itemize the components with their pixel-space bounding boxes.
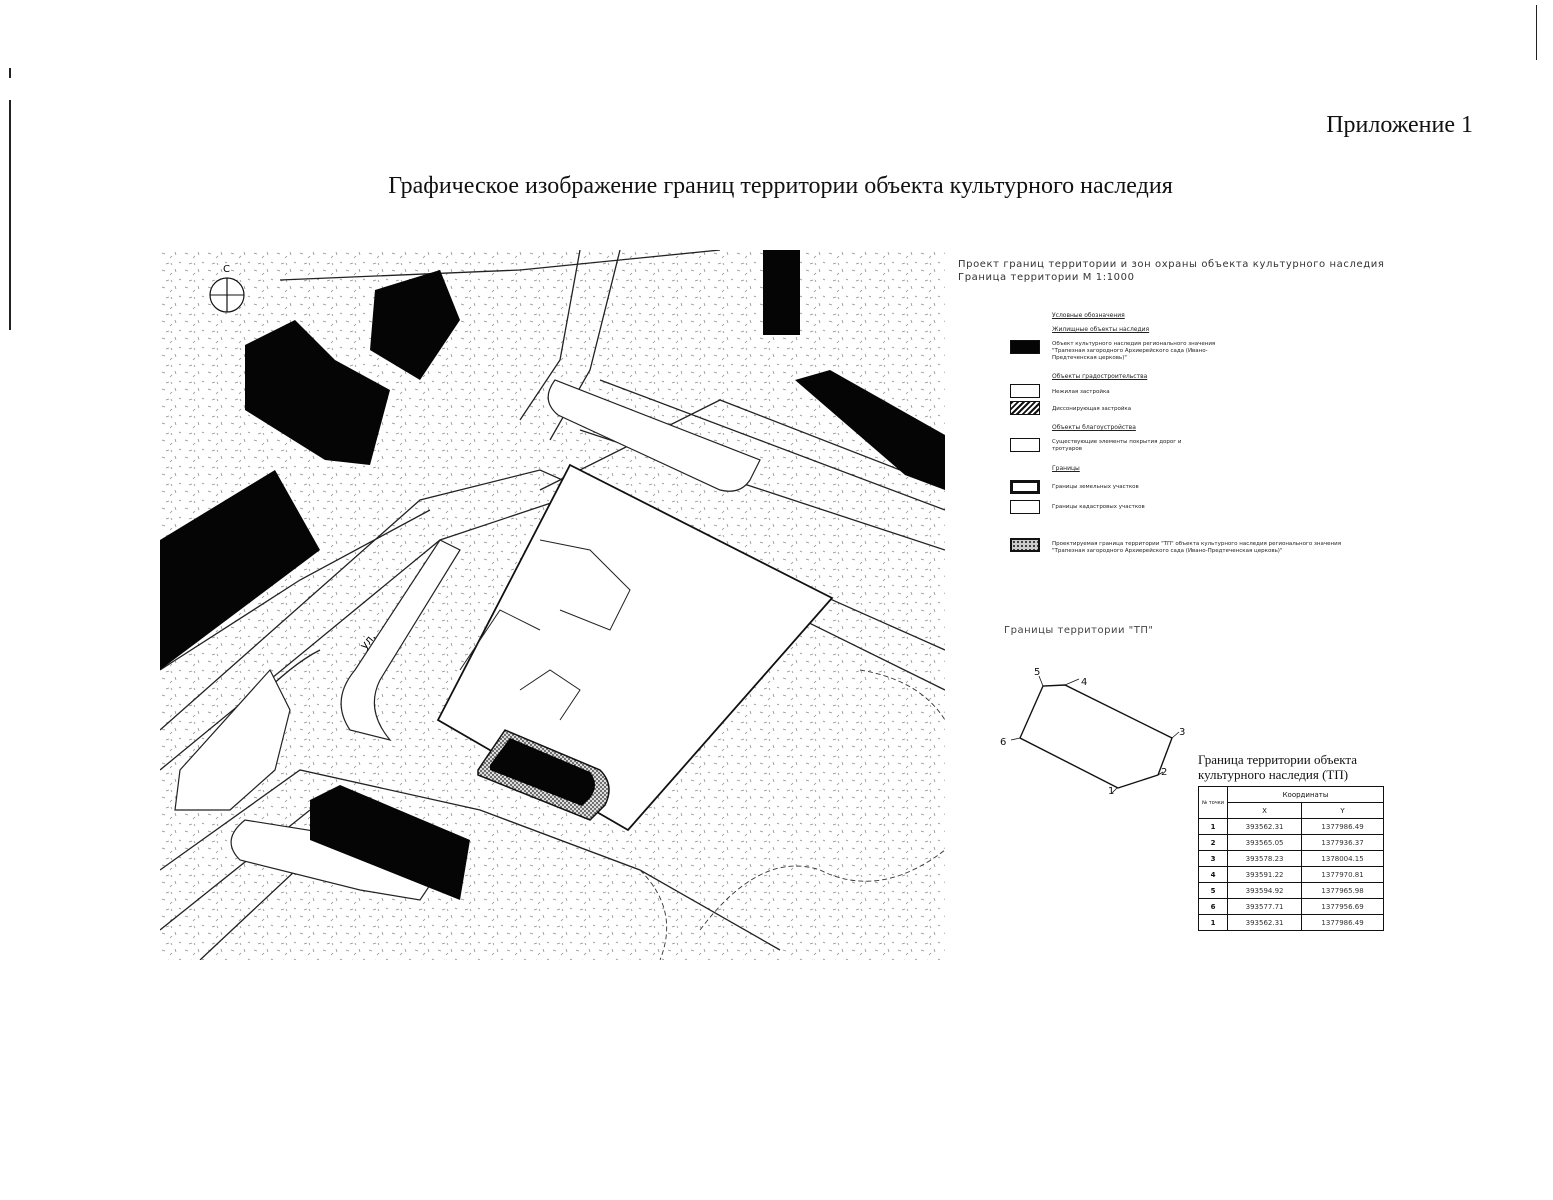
coordinate-table-title: Граница территории объекта культурного н… xyxy=(1198,752,1357,782)
coord-y: 1377970.81 xyxy=(1301,866,1384,883)
table-row: 3 393578.23 1378004.15 xyxy=(1198,850,1384,867)
legend-swatch-building xyxy=(1010,384,1040,398)
legend-swatch-paving xyxy=(1010,438,1040,452)
point-label-3: 3 xyxy=(1179,727,1185,738)
legend-swatch-heritage xyxy=(1010,340,1040,354)
legend-group-heading: Границы xyxy=(1052,465,1080,472)
north-arrow-icon: С xyxy=(209,264,245,313)
page-title: Графическое изображение границ территори… xyxy=(388,173,1173,199)
coord-y: 1377956.69 xyxy=(1301,898,1384,915)
contour-lines xyxy=(639,669,945,960)
coord-x: 393562.31 xyxy=(1226,818,1303,835)
scan-margin-mark xyxy=(9,100,11,330)
legend-group-heading: Объекты градостроительства xyxy=(1052,373,1148,380)
scan-margin-mark xyxy=(9,68,11,78)
column-header-coordinates: Координаты xyxy=(1227,786,1384,803)
column-header-y: Y xyxy=(1301,802,1384,819)
table-row: 1 393562.31 1377986.49 xyxy=(1198,818,1384,835)
coord-x: 393591.22 xyxy=(1226,866,1303,883)
project-heading-line1: Проект границ территории и зон охраны об… xyxy=(958,259,1385,270)
coord-x: 393577.71 xyxy=(1226,898,1303,915)
point-label-6: 6 xyxy=(1000,737,1006,748)
legend-group-heading: Объекты благоустройства xyxy=(1052,424,1136,431)
appendix-label: Приложение 1 xyxy=(1326,112,1473,138)
point-number: 1 xyxy=(1198,818,1228,835)
point-number: 1 xyxy=(1198,914,1228,931)
point-label-4: 4 xyxy=(1081,677,1087,688)
coord-x: 393594.92 xyxy=(1226,882,1303,899)
legend-item-text: Границы кадастровых участков xyxy=(1052,504,1145,510)
coord-x: 393562.31 xyxy=(1226,914,1303,931)
legend-title: Условные обозначения xyxy=(1052,312,1125,319)
table-header-row: № точки Координаты xyxy=(1198,786,1384,819)
heritage-object xyxy=(490,738,595,806)
legend-item-text: Диссонирующая застройка xyxy=(1052,406,1132,412)
coord-y: 1378004.15 xyxy=(1301,850,1384,867)
legend-swatch-dissonant xyxy=(1010,401,1040,415)
legend-group-heading: Жилищные объекты наследия xyxy=(1052,326,1150,333)
legend-item-text: Существующие элементы покрытия дорог и т… xyxy=(1052,439,1182,452)
project-heading: Проект границ территории и зон охраны об… xyxy=(958,258,1418,284)
lot-interior-lines xyxy=(459,539,631,721)
coord-y: 1377965.98 xyxy=(1301,882,1384,899)
point-label-1: 1 xyxy=(1108,786,1114,795)
legend-item-text: Объект культурного наследия региональног… xyxy=(1052,341,1216,361)
scan-edge-mark xyxy=(1536,5,1537,60)
coord-x: 393578.23 xyxy=(1226,850,1303,867)
project-heading-line2: Граница территории М 1:1000 xyxy=(958,272,1135,283)
point-label-2: 2 xyxy=(1161,767,1167,778)
column-header-x: X xyxy=(1226,802,1303,819)
column-header-point: № точки xyxy=(1198,786,1228,819)
table-row: 2 393565.05 1377936.37 xyxy=(1198,834,1384,851)
point-number: 5 xyxy=(1198,882,1228,899)
coord-y: 1377986.49 xyxy=(1301,914,1384,931)
point-number: 6 xyxy=(1198,898,1228,915)
table-row: 4 393591.22 1377970.81 xyxy=(1198,866,1384,883)
site-plan-map: С ул. xyxy=(160,250,945,960)
point-label-5: 5 xyxy=(1034,667,1040,678)
coord-x: 393565.05 xyxy=(1226,834,1303,851)
legend-swatch-territory-boundary xyxy=(1010,538,1040,552)
coord-y: 1377936.37 xyxy=(1301,834,1384,851)
table-row: 1 393562.31 1377986.49 xyxy=(1198,914,1384,931)
coord-y: 1377986.49 xyxy=(1301,818,1384,835)
legend-swatch-land-plot-border xyxy=(1010,480,1040,494)
territory-boundary-schema: 1 2 3 4 5 6 xyxy=(1000,667,1185,795)
legend-swatch-cadastral-border xyxy=(1010,500,1040,514)
territory-schema-label: Границы территории "ТП" xyxy=(1004,625,1154,636)
legend-item-text: Границы земельных участков xyxy=(1052,484,1139,490)
legend-item-text: Нежилая застройка xyxy=(1052,389,1110,395)
north-letter: С xyxy=(223,264,230,275)
point-number: 3 xyxy=(1198,850,1228,867)
coordinate-table: № точки Координаты X Y 1 393562.31 13779… xyxy=(1198,786,1384,931)
table-row: 6 393577.71 1377956.69 xyxy=(1198,898,1384,915)
point-number: 4 xyxy=(1198,866,1228,883)
legend-item-text: Проектируемая граница территории "ТП" об… xyxy=(1052,541,1342,554)
boundary-polygon xyxy=(1019,684,1173,789)
road-areas xyxy=(174,379,761,901)
central-lot xyxy=(436,463,834,832)
table-row: 5 393594.92 1377965.98 xyxy=(1198,882,1384,899)
point-number: 2 xyxy=(1198,834,1228,851)
buildings xyxy=(160,250,945,900)
